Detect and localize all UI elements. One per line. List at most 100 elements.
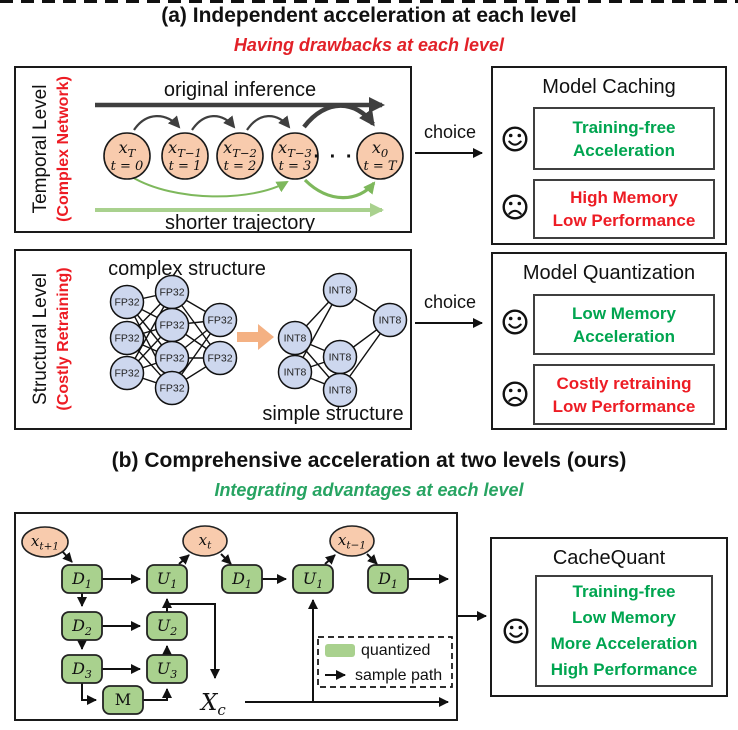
block-u1-b: [292, 564, 334, 594]
latent-ellipses: [21, 525, 375, 558]
caching-con-line2: Low Performance: [552, 211, 696, 230]
cachequant-pro-line2: Low Memory: [572, 608, 676, 627]
svg-text:t = 1: t = 1: [169, 159, 202, 174]
svg-text:D1: D1: [71, 569, 92, 591]
temporal-diagram: Temporal Level (Complex Network) origina…: [30, 76, 404, 231]
svg-text:xT−3: xT−3: [278, 138, 312, 160]
svg-text:INT8: INT8: [379, 315, 402, 327]
state-node-labels: xT t = 0 xT−1 t = 1 xT−2 t = 2 xT−3 t = …: [111, 138, 398, 174]
svg-text:FP32: FP32: [159, 353, 184, 365]
svg-text:FP32: FP32: [114, 333, 139, 345]
svg-text:xt−1: xt−1: [338, 531, 366, 552]
block-d1-b: [221, 564, 263, 594]
model-quantization-panel: Model Quantization Low Memory Accelerati…: [491, 252, 727, 430]
svg-text:t = 3: t = 3: [279, 159, 312, 174]
svg-text:xT: xT: [119, 138, 137, 160]
state-node-xT: [103, 132, 151, 180]
svg-text:x0: x0: [372, 138, 388, 160]
svg-text:U3: U3: [157, 659, 177, 681]
fp32-network-nodes: [109, 274, 238, 406]
section-divider: [0, 0, 738, 3]
legend-sample-label: sample path: [355, 667, 442, 684]
svg-text:t = T: t = T: [363, 159, 397, 174]
svg-text:t = 2: t = 2: [224, 159, 257, 174]
temporal-side-labels: Temporal Level (Complex Network): [30, 76, 72, 222]
quantization-con-line1: Costly retraining: [556, 373, 692, 393]
latent-x-t-minus1: [329, 525, 375, 557]
model-caching-panel: Model Caching Training-free Acceleration…: [491, 66, 727, 245]
structural-side-labels: Structural Level (Costly Retraining): [30, 267, 72, 410]
quantization-con-line2: Low Performance: [552, 396, 696, 416]
structural-side-label: Structural Level: [30, 273, 51, 405]
trajectory-skip-arcs-green: [131, 176, 376, 200]
smiley-icon: [502, 309, 528, 335]
quantization-pro-box: Low Memory Acceleration: [533, 294, 715, 355]
block-u2: [146, 611, 188, 641]
quantization-pro-line2: Acceleration: [572, 326, 676, 346]
svg-text:FP32: FP32: [159, 287, 184, 299]
sample-path-arrows: [61, 550, 449, 707]
svg-text:INT8: INT8: [284, 367, 307, 379]
sad-face-icon: [502, 194, 528, 220]
svg-text:D1: D1: [231, 569, 252, 591]
block-m: [102, 685, 144, 715]
quantization-pro-line1: Low Memory: [572, 303, 676, 323]
model-quantization-title: Model Quantization: [522, 262, 696, 284]
svg-text:FP32: FP32: [207, 353, 232, 365]
smiley-icon: [503, 618, 529, 644]
block-labels: D1 U1 D2 U2 D3 U3 M D1 U1 D1: [71, 569, 398, 709]
svg-text:xt: xt: [199, 531, 212, 552]
cachequant-pro-line4: High Performance: [550, 660, 698, 679]
model-caching-title: Model Caching: [542, 76, 676, 98]
caching-con-box: High Memory Low Performance: [533, 179, 715, 239]
svg-text:INT8: INT8: [284, 333, 307, 345]
quantization-con-box: Costly retraining Low Performance: [533, 364, 715, 425]
svg-text:U2: U2: [157, 616, 177, 638]
cachequant-title: CacheQuant: [552, 547, 666, 569]
svg-text:xt+1: xt+1: [31, 532, 59, 553]
section-b-title: (b) Comprehensive acceleration at two le…: [111, 449, 627, 472]
block-d2: [61, 611, 103, 641]
block-u3: [146, 654, 188, 684]
svg-text:xT−2: xT−2: [223, 138, 257, 160]
svg-text:FP32: FP32: [114, 297, 139, 309]
section-a-subtitle: Having drawbacks at each level: [233, 35, 505, 55]
choice-connector-2: choice: [415, 292, 483, 328]
caching-pro-line2: Acceleration: [572, 140, 676, 160]
ellipsis-dots: · · ·: [313, 146, 354, 168]
sad-face-icon: [502, 381, 528, 407]
quantized-blocks: [61, 564, 409, 715]
svg-text:INT8: INT8: [329, 352, 352, 364]
shorter-trajectory-label: shorter trajectory: [165, 212, 315, 231]
svg-text:M: M: [115, 690, 131, 709]
block-d1-a: [61, 564, 103, 594]
section-b-subtitle: Integrating advantages at each level: [214, 480, 524, 500]
svg-text:D1: D1: [377, 569, 398, 591]
fp32-node-labels: FP32 FP32 FP32 FP32 FP32 FP32 FP32 FP32 …: [114, 287, 232, 395]
cachequant-panel: CacheQuant Training-free Low Memory More…: [490, 537, 728, 697]
original-inference-label: original inference: [164, 79, 316, 101]
step-skip-arcs-dark: [133, 103, 375, 131]
latent-labels: xt+1 xt xt−1: [31, 531, 366, 553]
state-node-xT1: [161, 132, 209, 180]
svg-text:INT8: INT8: [329, 385, 352, 397]
svg-text:FP32: FP32: [114, 368, 139, 380]
flow-diagram: xt+1 xt xt−1 D1 U1 D2 U2 D: [21, 525, 453, 719]
simple-structure-label: simple structure: [262, 403, 403, 425]
choice-label-2: choice: [424, 292, 476, 312]
flow-to-cachequant-arrow: [458, 611, 487, 621]
int8-node-labels: INT8 INT8 INT8 INT8 INT8 INT8: [284, 285, 402, 397]
complex-structure-label: complex structure: [108, 258, 266, 280]
structural-side-sublabel: (Costly Retraining): [55, 267, 72, 410]
svg-text:U1: U1: [157, 569, 177, 591]
structural-level-panel: Structural Level (Costly Retraining) com…: [14, 249, 412, 430]
svg-text:D2: D2: [71, 616, 92, 638]
cachequant-pro-line3: More Acceleration: [550, 634, 698, 653]
legend-quantized-label: quantized: [361, 642, 430, 659]
section-a-title: (a) Independent acceleration at each lev…: [161, 4, 577, 27]
temporal-level-panel: Temporal Level (Complex Network) origina…: [14, 66, 412, 233]
cached-feature-label: Xc: [199, 690, 226, 719]
cachequant-pros-box: Training-free Low Memory More Accelerati…: [535, 575, 713, 687]
block-d1-c: [367, 564, 409, 594]
